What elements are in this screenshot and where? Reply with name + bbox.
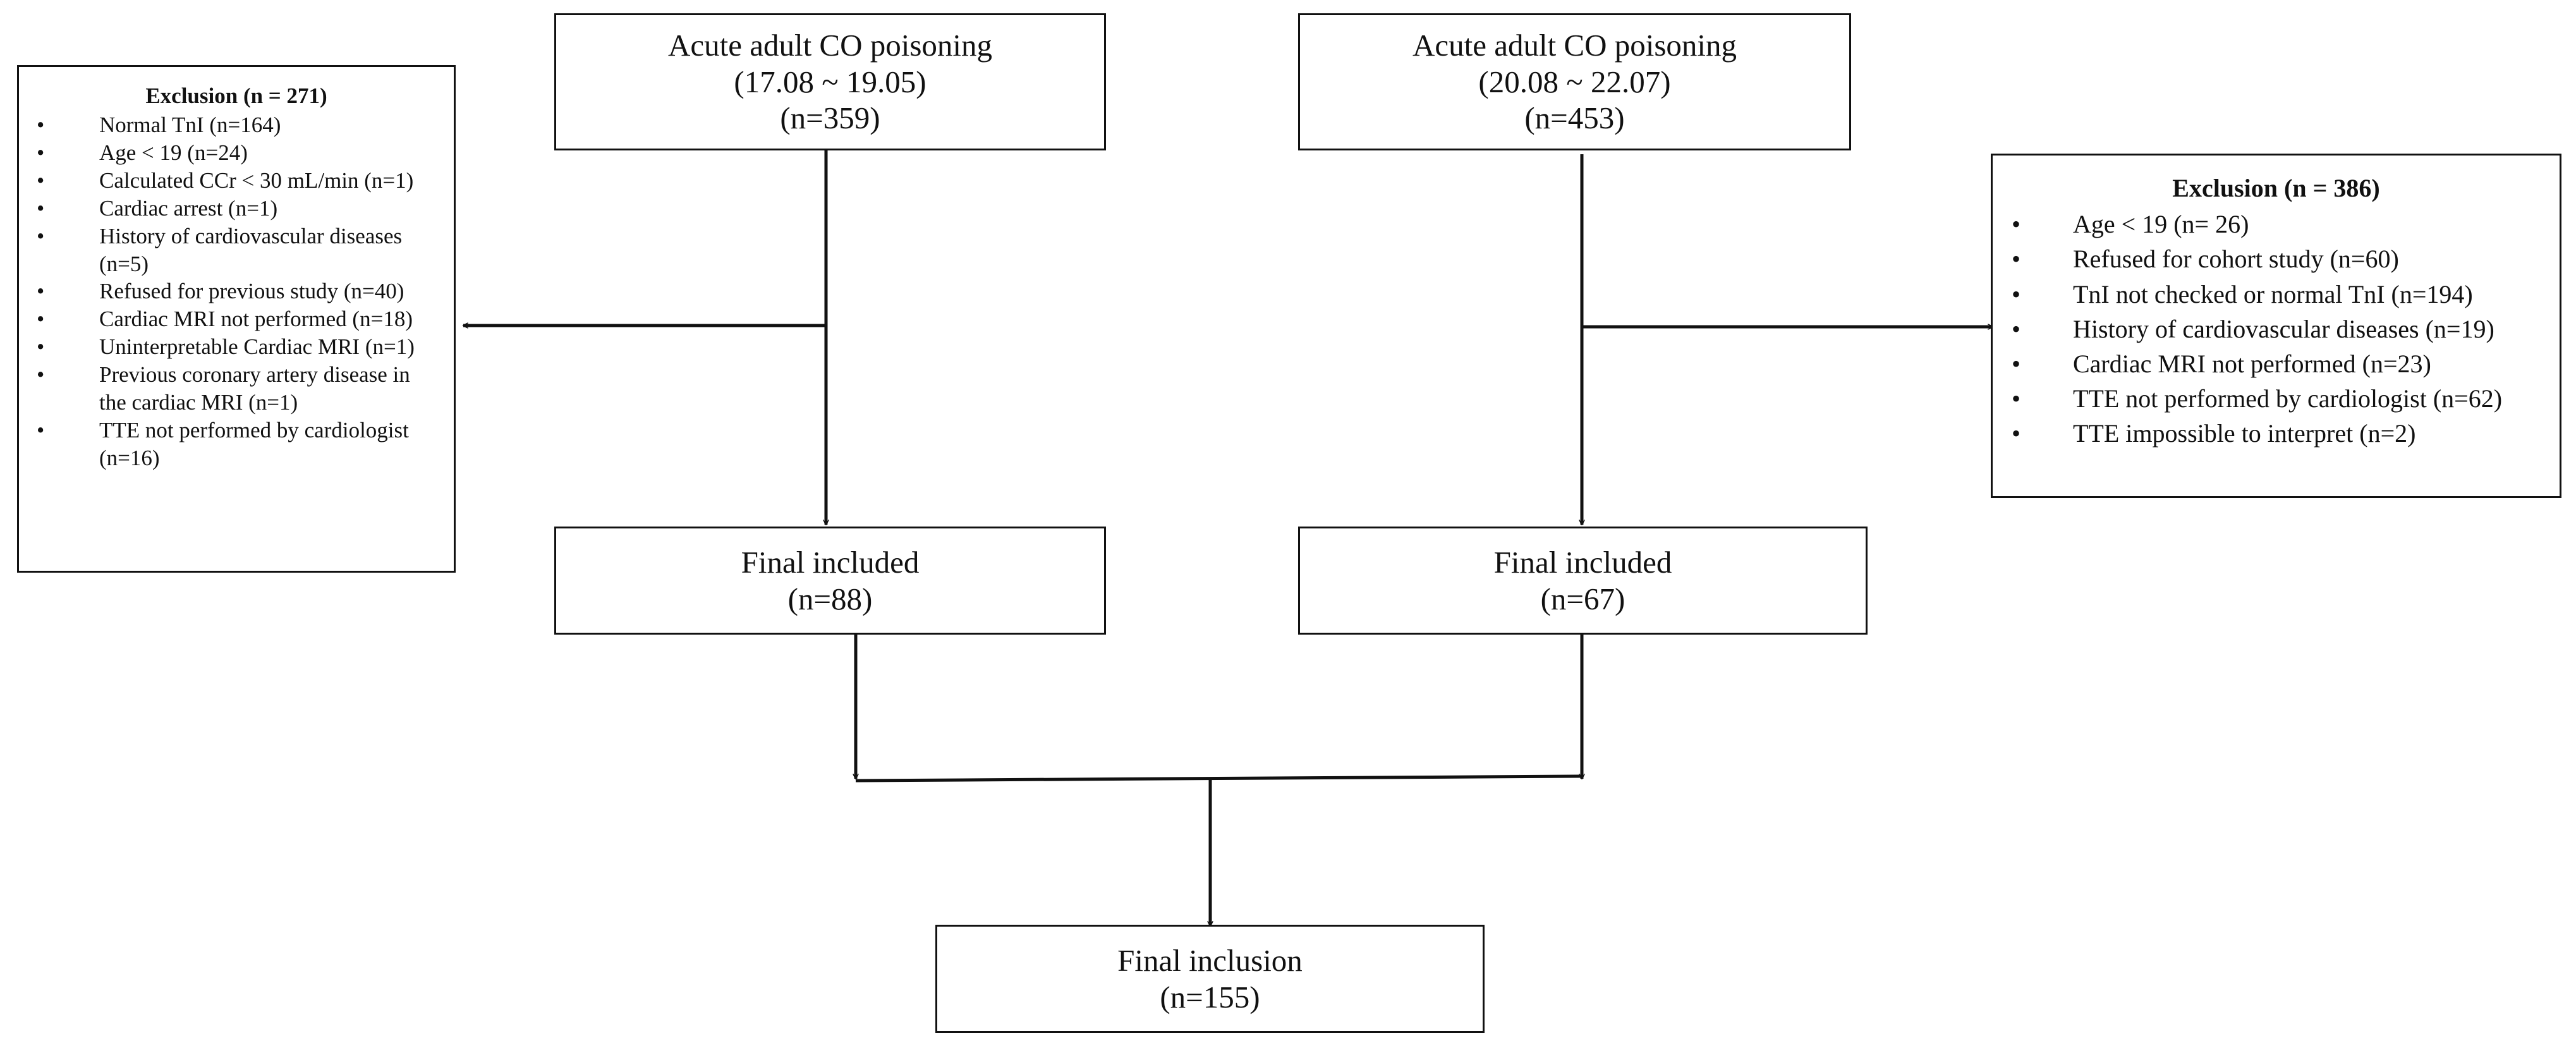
right-exclusion-box: Exclusion (n = 386) Age < 19 (n= 26) Ref… <box>1991 154 2561 498</box>
list-item: Refused for previous study (n=40) <box>32 277 441 305</box>
left-exclusion-list: Normal TnI (n=164) Age < 19 (n=24) Calcu… <box>32 111 441 472</box>
list-item: TTE not performed by cardiologist (n=16) <box>32 417 441 472</box>
right-cohort-period: (20.08 ~ 22.07) <box>1478 64 1671 99</box>
left-exclusion-box: Exclusion (n = 271) Normal TnI (n=164) A… <box>17 65 456 573</box>
left-final-count: (n=88) <box>787 581 873 616</box>
left-final-box: Final included (n=88) <box>554 527 1106 635</box>
list-item: Cardiac arrest (n=1) <box>32 195 441 222</box>
list-item: TnI not checked or normal TnI (n=194) <box>2005 277 2547 312</box>
merge-line <box>855 774 1583 783</box>
list-item: Calculated CCr < 30 mL/min (n=1) <box>32 167 441 195</box>
right-final-title: Final included <box>1493 544 1672 580</box>
list-item: Cardiac MRI not performed (n=18) <box>32 305 441 333</box>
list-item: TTE impossible to interpret (n=2) <box>2005 416 2547 451</box>
list-item: Normal TnI (n=164) <box>32 111 441 139</box>
left-exclusion-title: Exclusion (n = 271) <box>145 83 327 108</box>
right-exclusion-list: Age < 19 (n= 26) Refused for cohort stud… <box>2005 207 2547 451</box>
right-final-count: (n=67) <box>1540 581 1625 616</box>
left-final-title: Final included <box>741 544 920 580</box>
right-final-box: Final included (n=67) <box>1298 527 1868 635</box>
list-item: Age < 19 (n= 26) <box>2005 207 2547 241</box>
list-item: Age < 19 (n=24) <box>32 139 441 167</box>
right-cohort-count: (n=453) <box>1524 101 1625 136</box>
right-cohort-box: Acute adult CO poisoning (20.08 ~ 22.07)… <box>1298 13 1851 150</box>
list-item: History of cardiovascular diseases (n=19… <box>2005 312 2547 346</box>
list-item: TTE not performed by cardiologist (n=62) <box>2005 381 2547 416</box>
left-cohort-count: (n=359) <box>780 101 880 136</box>
left-cohort-box: Acute adult CO poisoning (17.08 ~ 19.05)… <box>554 13 1106 150</box>
final-inclusion-count: (n=155) <box>1160 979 1260 1014</box>
list-item: Previous coronary artery disease in the … <box>32 361 441 417</box>
right-exclusion-title: Exclusion (n = 386) <box>2172 174 2380 202</box>
final-inclusion-title: Final inclusion <box>1117 942 1303 978</box>
left-cohort-title: Acute adult CO poisoning <box>667 27 993 63</box>
left-cohort-period: (17.08 ~ 19.05) <box>734 64 927 99</box>
final-inclusion-box: Final inclusion (n=155) <box>935 925 1485 1033</box>
list-item: History of cardiovascular diseases (n=5) <box>32 222 441 278</box>
list-item: Cardiac MRI not performed (n=23) <box>2005 346 2547 381</box>
list-item: Refused for cohort study (n=60) <box>2005 241 2547 276</box>
list-item: Uninterpretable Cardiac MRI (n=1) <box>32 333 441 361</box>
right-cohort-title: Acute adult CO poisoning <box>1412 27 1737 63</box>
